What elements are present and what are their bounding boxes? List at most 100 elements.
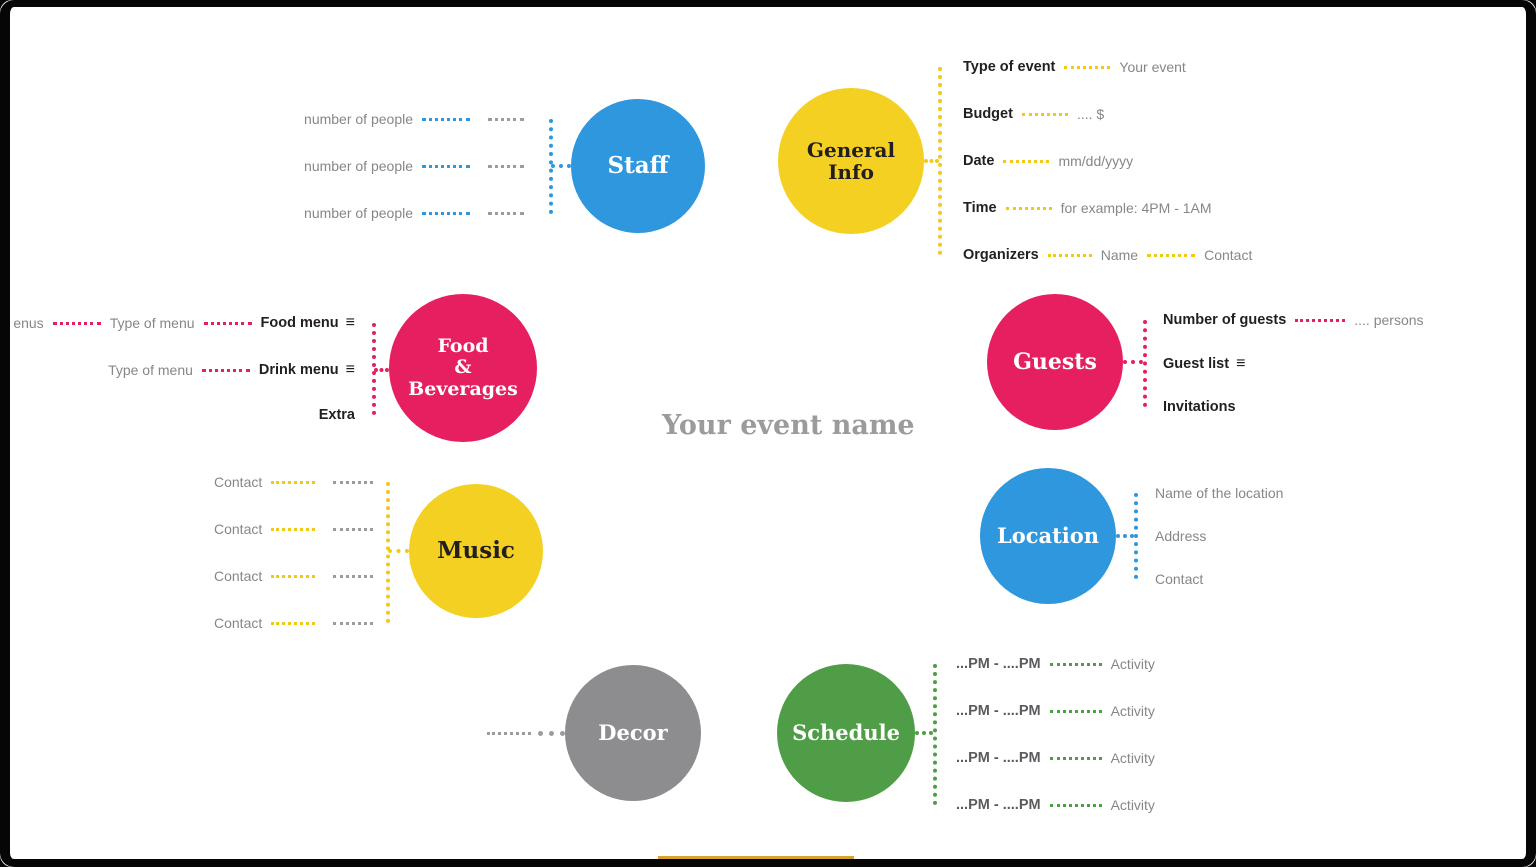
branch-label[interactable]: Time <box>963 200 997 216</box>
branch-label[interactable]: Contact <box>1155 571 1204 587</box>
branch-label[interactable]: Drink menu <box>258 362 339 378</box>
branch-label[interactable]: ...PM - ....PM <box>956 703 1041 719</box>
branch-label[interactable]: Budget <box>963 106 1013 122</box>
connector-line <box>1147 253 1196 257</box>
staff-branch-row[interactable]: number of people <box>304 109 533 129</box>
music-branch-row[interactable]: Contact <box>214 613 382 633</box>
branch-label[interactable]: Type of menu <box>108 362 193 378</box>
branch-label[interactable]: Type of menu <box>109 315 195 331</box>
schedule-branch-row[interactable]: ...PM - ....PM Activity <box>956 748 1155 768</box>
branch-label[interactable]: number of people <box>304 111 413 127</box>
branch-value[interactable]: Name <box>1100 247 1139 263</box>
staff-branch-row[interactable]: number of people <box>304 203 533 223</box>
schedule-branch-row[interactable]: ...PM - ....PM Activity <box>956 795 1155 815</box>
node-schedule[interactable]: Schedule <box>777 664 915 802</box>
node-staff[interactable]: Staff <box>571 99 705 233</box>
music-branch-row[interactable]: Contact <box>214 566 382 586</box>
general-branch-row[interactable]: Type of event Your event <box>963 57 1186 77</box>
staff-branch-row[interactable]: number of people <box>304 156 533 176</box>
branch-label[interactable]: Organizers <box>963 247 1039 263</box>
branch-label[interactable]: Type of event <box>963 59 1056 75</box>
location-branch-row[interactable]: Name of the location <box>1155 483 1283 503</box>
branch-label[interactable]: Guest list <box>1163 356 1230 372</box>
location-branch-row[interactable]: Contact <box>1155 569 1203 589</box>
general-branch-row[interactable]: Date mm/dd/yyyy <box>963 151 1133 171</box>
music-branch-row[interactable]: Contact <box>214 472 382 492</box>
node-label: General <box>806 137 896 162</box>
location-branch-row[interactable]: Address <box>1155 526 1206 546</box>
food-branch-row[interactable]: enus Type of menu Food menu ≡ <box>13 313 355 333</box>
connector-line <box>1049 803 1102 807</box>
general-branch-row[interactable]: Time for example: 4PM - 1AM <box>963 198 1212 218</box>
general-branch-row[interactable]: Organizers Name Contact <box>963 245 1252 265</box>
node-label: Guests <box>1013 348 1097 375</box>
connector-line <box>1049 662 1102 666</box>
guests-branch-row[interactable]: Number of guests .... persons <box>1163 310 1424 330</box>
branch-value[interactable]: Activity <box>1110 703 1155 719</box>
node-music[interactable]: Music <box>409 484 543 618</box>
node-location[interactable]: Location <box>980 468 1116 604</box>
connector-line <box>52 321 101 325</box>
node-label: Schedule <box>792 720 900 746</box>
branch-label[interactable]: Number of guests <box>1163 312 1287 328</box>
branch-label[interactable]: number of people <box>304 158 413 174</box>
guests-branch-row[interactable]: Invitations <box>1163 397 1236 417</box>
branch-label[interactable]: ...PM - ....PM <box>956 797 1041 813</box>
music-branch-row[interactable]: Contact <box>214 519 382 539</box>
truncated-label[interactable]: enus <box>13 315 44 331</box>
branch-label[interactable]: ...PM - ....PM <box>956 750 1041 766</box>
branch-value[interactable]: for example: 4PM - 1AM <box>1060 200 1212 216</box>
schedule-branch-stub <box>915 731 933 735</box>
value-placeholder-line <box>333 480 374 484</box>
decor-branch-row[interactable] <box>487 723 565 743</box>
branch-label[interactable]: Food menu <box>260 315 339 331</box>
connector-line <box>1047 253 1092 257</box>
node-general-info[interactable]: General Info <box>778 88 924 234</box>
branch-label[interactable]: Extra <box>318 407 355 423</box>
menu-icon[interactable]: ≡ <box>345 361 355 378</box>
connector-line <box>271 621 316 625</box>
node-food-beverages[interactable]: Food & Beverages <box>389 294 537 442</box>
connector-line <box>1064 65 1111 69</box>
event-title[interactable]: Your event name <box>662 410 915 441</box>
guests-branch-row[interactable]: Guest list ≡ <box>1163 354 1245 374</box>
food-branch-row[interactable]: Extra <box>319 405 355 425</box>
branch-label[interactable]: Invitations <box>1163 399 1236 415</box>
branch-label[interactable]: Contact <box>214 615 263 631</box>
branch-label[interactable]: Date <box>963 153 995 169</box>
branch-value[interactable]: .... persons <box>1354 312 1424 328</box>
connector-line <box>271 574 316 578</box>
branch-value[interactable]: .... $ <box>1076 106 1105 122</box>
value-placeholder-line <box>333 527 374 531</box>
connector-line <box>1005 206 1052 210</box>
branch-value[interactable]: mm/dd/yyyy <box>1058 153 1134 169</box>
branch-label[interactable]: Contact <box>214 474 263 490</box>
menu-icon[interactable]: ≡ <box>1236 355 1246 372</box>
connector-line <box>1021 112 1068 116</box>
branch-label[interactable]: Name of the location <box>1155 485 1284 501</box>
menu-icon[interactable]: ≡ <box>345 314 355 331</box>
branch-label[interactable]: Contact <box>214 521 263 537</box>
node-decor[interactable]: Decor <box>565 665 701 801</box>
branch-label[interactable]: Contact <box>214 568 263 584</box>
value-placeholder-line <box>487 731 531 735</box>
schedule-branch-row[interactable]: ...PM - ....PM Activity <box>956 701 1155 721</box>
branch-label[interactable]: number of people <box>304 205 413 221</box>
branch-value[interactable]: Your event <box>1119 59 1186 75</box>
branch-value[interactable]: Activity <box>1110 797 1155 813</box>
node-guests[interactable]: Guests <box>987 294 1123 430</box>
branch-label[interactable]: ...PM - ....PM <box>956 656 1041 672</box>
connector-line <box>1049 709 1102 713</box>
branch-label[interactable]: Address <box>1155 528 1207 544</box>
branch-value[interactable]: Activity <box>1110 656 1155 672</box>
staff-branch-stub <box>551 164 571 168</box>
general-branch-row[interactable]: Budget .... $ <box>963 104 1104 124</box>
food-branch-row[interactable]: Type of menu Drink menu ≡ <box>108 360 355 380</box>
schedule-branch-row[interactable]: ...PM - ....PM Activity <box>956 654 1155 674</box>
music-branch-stub <box>388 549 409 553</box>
branch-value[interactable]: Contact <box>1204 247 1253 263</box>
branch-value[interactable]: Activity <box>1110 750 1155 766</box>
connector-line <box>271 480 316 484</box>
connector-line <box>422 164 470 168</box>
